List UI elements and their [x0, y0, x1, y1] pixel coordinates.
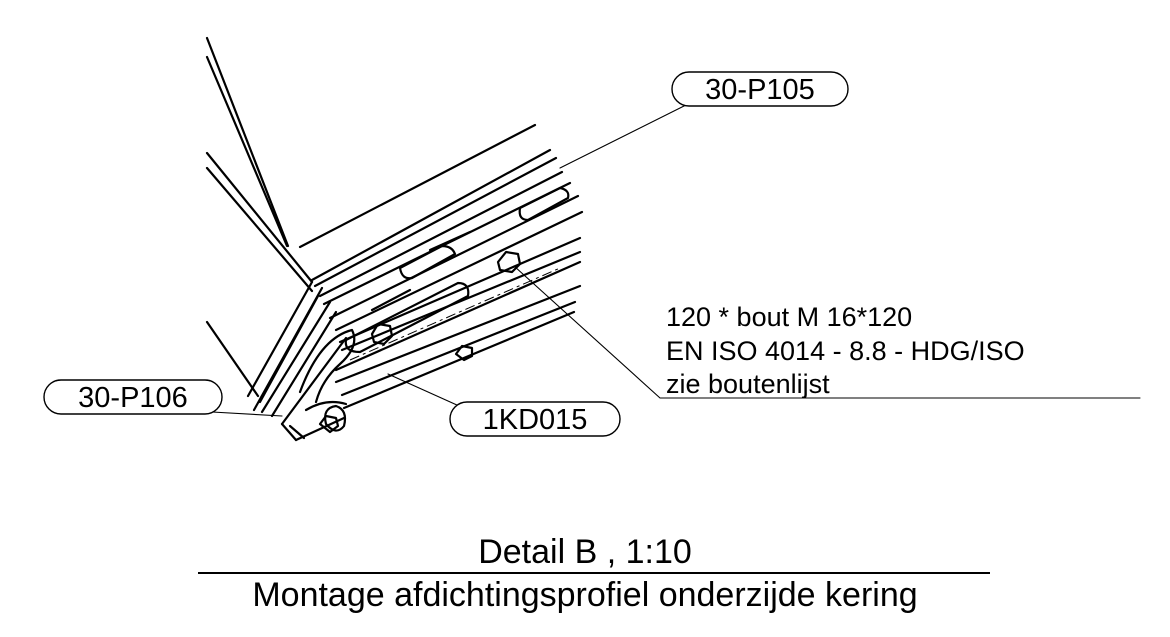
bolt-note-line1: 120 * bout M 16*120 — [666, 302, 912, 332]
detail-subtitle: Montage afdichtingsprofiel onderzijde ke… — [252, 576, 918, 614]
title-underline — [198, 572, 990, 574]
leader-lines — [211, 97, 1141, 417]
upper-frame-lines — [205, 36, 314, 398]
callout-1KD015: 1KD015 — [449, 401, 621, 437]
callout-label-top: 30-P105 — [705, 74, 815, 106]
seal-profile-assembly — [246, 123, 584, 442]
detail-title: Detail B , 1:10 — [478, 533, 692, 571]
callout-30-P106: 30-P106 — [43, 379, 223, 415]
bolt-heads — [318, 250, 522, 434]
callout-label-left: 30-P106 — [78, 382, 188, 414]
bolt-note: 120 * bout M 16*120 EN ISO 4014 - 8.8 - … — [666, 302, 1025, 399]
callout-label-bottom: 1KD015 — [483, 404, 588, 436]
callout-30-P105: 30-P105 — [671, 71, 849, 107]
bolt-note-line3: zie boutenlijst — [666, 369, 830, 399]
bolt-note-line2: EN ISO 4014 - 8.8 - HDG/ISO — [666, 336, 1025, 366]
